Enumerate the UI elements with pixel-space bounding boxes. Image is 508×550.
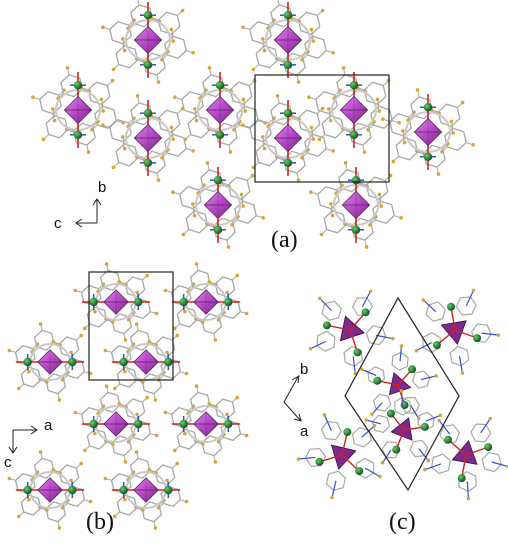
molecular-cage — [171, 161, 265, 249]
axis-label-a-c: a — [300, 423, 309, 440]
molecular-cage — [423, 416, 508, 501]
molecular-cage — [173, 66, 267, 154]
axis-label-c-b: c — [4, 454, 12, 471]
panel-label-c: (c) — [389, 509, 416, 535]
molecular-cage — [101, 94, 195, 182]
molecular-cage — [360, 344, 438, 421]
molecular-cage — [308, 289, 395, 376]
unit-cell-a — [254, 74, 390, 183]
molecular-cage — [309, 161, 403, 249]
unit-cell-c — [344, 296, 460, 492]
panel-label-a: (a) — [271, 227, 298, 253]
molecular-cage — [241, 94, 335, 182]
axes-a — [75, 198, 102, 228]
molecular-cage — [7, 322, 93, 402]
unit-cell-b — [88, 271, 174, 381]
molecular-cage — [414, 288, 501, 375]
molecular-cage — [73, 262, 159, 342]
axes-b — [8, 425, 38, 454]
axis-label-c-a: c — [54, 215, 62, 232]
molecular-cage — [364, 389, 443, 465]
panel-a-structure — [31, 0, 475, 249]
axes-c — [283, 375, 302, 422]
panel-b-structure — [7, 262, 249, 530]
molecular-cage — [103, 322, 189, 402]
molecular-cage — [307, 66, 401, 154]
panel-c-structure — [296, 288, 508, 501]
molecular-cage — [73, 384, 159, 464]
molecular-cage — [241, 0, 335, 84]
panel-label-b: (b) — [86, 509, 114, 535]
molecular-cage — [7, 450, 93, 530]
molecular-cage — [103, 450, 189, 530]
molecular-cage — [163, 262, 249, 342]
molecular-cage — [381, 88, 475, 176]
axis-label-b-c: b — [300, 361, 308, 378]
molecular-cage — [163, 384, 249, 464]
molecular-cage — [101, 0, 195, 84]
axis-label-a-b: a — [44, 417, 53, 434]
molecular-cage — [296, 413, 382, 500]
molecular-cage — [31, 66, 125, 154]
axis-label-b-a: b — [98, 179, 106, 196]
